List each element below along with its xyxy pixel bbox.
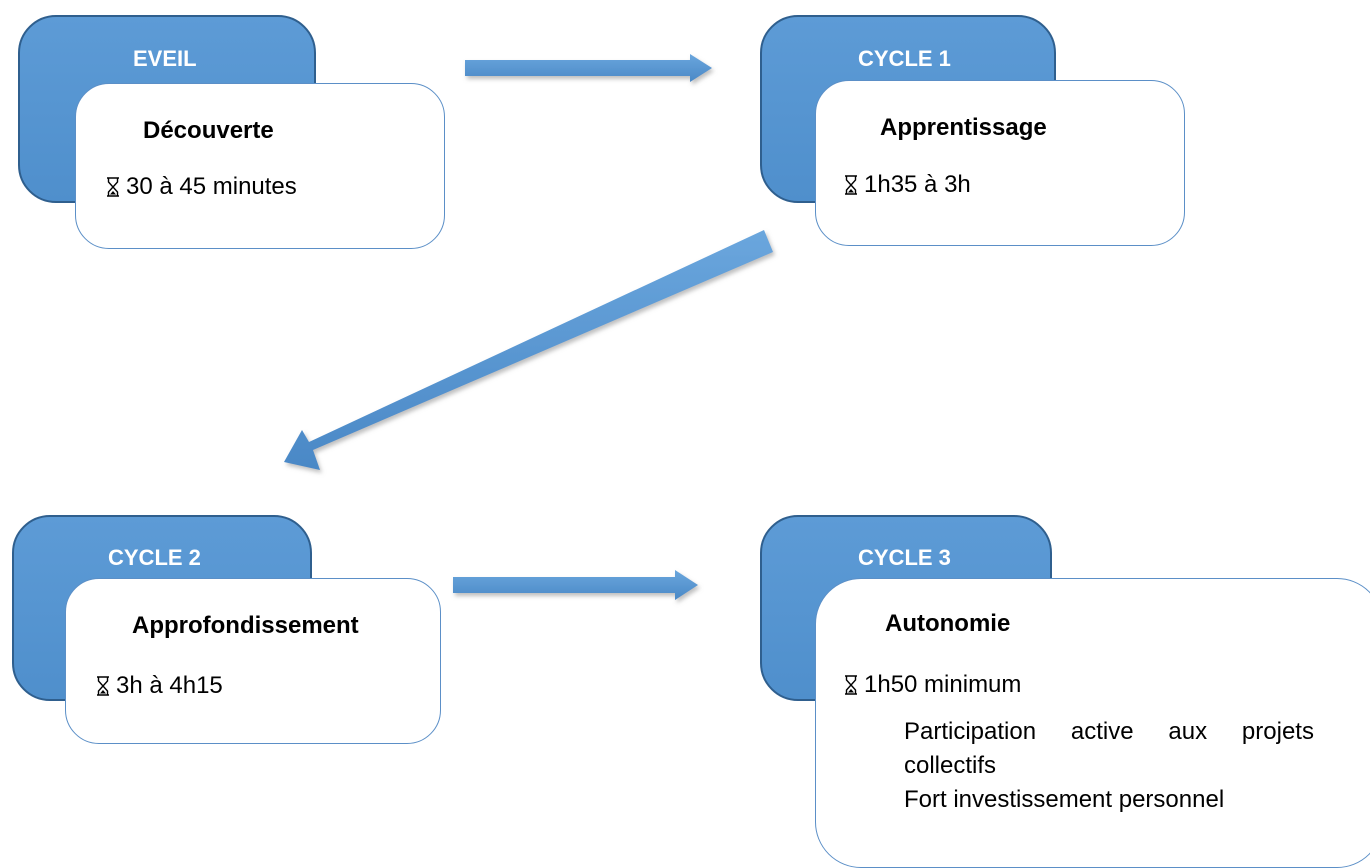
detail-line: collectifs [904,752,997,779]
step-card-cycle-3 [815,578,1370,868]
duration-text: 1h35 à 3h [864,171,971,198]
detail-word: projets [1241,718,1314,745]
tab-label: CYCLE 2 [108,545,201,570]
detail-line: Fort investissement personnel [904,786,1225,813]
step-details: Participation active aux projets collect… [904,715,1314,817]
hourglass-icon [845,175,857,195]
detail-line: Participation active aux projets [904,715,1314,749]
detail-word: active [1070,718,1134,745]
tab-label: CYCLE 3 [858,545,951,570]
duration: 1h50 minimum [844,671,1021,699]
duration: 1h35 à 3h [844,171,971,199]
hourglass-icon [97,676,109,696]
tab-label: CYCLE 1 [858,46,951,71]
arrow-right-icon [453,570,698,600]
tab-label: EVEIL [133,46,197,71]
step-title: Découverte [143,117,274,144]
duration: 3h à 4h15 [96,672,223,700]
step-card-cycle-1 [815,80,1185,246]
detail-word: aux [1168,718,1208,745]
step-title: Approfondissement [132,612,359,639]
duration-text: 3h à 4h15 [116,672,223,699]
detail-word: Participation [904,718,1037,745]
step-title: Apprentissage [880,114,1047,141]
duration-text: 30 à 45 minutes [126,173,297,200]
step-card-cycle-2 [65,578,441,744]
duration-text: 1h50 minimum [864,671,1022,698]
duration: 30 à 45 minutes [106,173,297,201]
arrow-down-left-icon [284,230,773,470]
hourglass-icon [107,177,119,197]
step-card-eveil [75,83,445,249]
step-title: Autonomie [885,610,1011,637]
hourglass-icon [845,675,857,695]
arrow-right-icon [465,54,712,82]
